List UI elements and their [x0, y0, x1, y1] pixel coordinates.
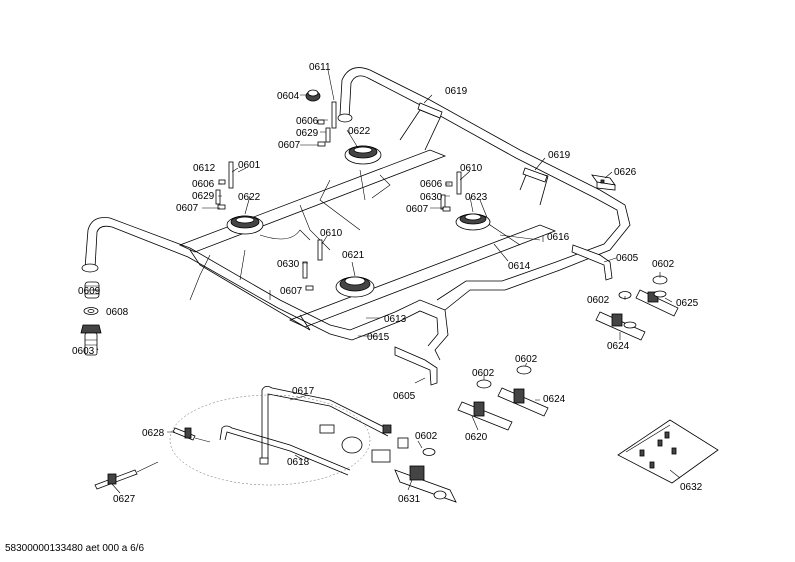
- label-0605-lower: 0605: [393, 391, 416, 402]
- valve-0620: [457, 379, 513, 431]
- burner-0621: [335, 276, 375, 298]
- label-0602-right: 0602: [587, 295, 610, 306]
- label-0624-right: 0624: [607, 341, 630, 352]
- label-0602-top-right: 0602: [652, 259, 675, 270]
- clip-0626: [591, 174, 616, 191]
- label-0617: 0617: [292, 386, 315, 397]
- part-labels: 0611 0604 0619 0606 0629 0622 0607 0619 …: [72, 62, 703, 505]
- burner-0623: [455, 213, 491, 231]
- label-0601: 0601: [238, 160, 261, 171]
- bracket-0605-right: [571, 244, 613, 281]
- washer-0608: [83, 307, 99, 315]
- label-0606-right: 0606: [420, 179, 443, 190]
- label-0613: 0613: [384, 314, 407, 325]
- parts-bag-0632: [617, 419, 719, 484]
- label-0610-right: 0610: [460, 163, 483, 174]
- label-0602-middle-left: 0602: [472, 368, 495, 379]
- pipe-0617: [259, 386, 391, 465]
- label-0622-top: 0622: [348, 126, 371, 137]
- burner-0622-top: [344, 145, 382, 165]
- valve-0631: [394, 465, 457, 503]
- regulator-parts: [319, 424, 436, 463]
- label-0612: 0612: [193, 163, 216, 174]
- pipe-0618: [219, 425, 351, 476]
- label-0621: 0621: [342, 250, 365, 261]
- label-0632: 0632: [680, 482, 703, 493]
- valve-0624-right: [595, 311, 646, 341]
- label-0629-top: 0629: [296, 128, 319, 139]
- label-0614: 0614: [508, 261, 531, 272]
- label-0609: 0609: [78, 286, 101, 297]
- label-0628: 0628: [142, 428, 165, 439]
- thermocouple-parts: [215, 101, 462, 291]
- label-0607-right: 0607: [406, 204, 429, 215]
- bracket-0605-lower: [394, 346, 438, 386]
- label-0615: 0615: [367, 332, 390, 343]
- leader-lines: [92, 69, 681, 494]
- label-0602-middle-right: 0602: [515, 354, 538, 365]
- label-0625: 0625: [676, 298, 699, 309]
- label-0631: 0631: [398, 494, 421, 505]
- label-0620: 0620: [465, 432, 488, 443]
- label-0630-left: 0630: [277, 259, 300, 270]
- label-0606-top: 0606: [296, 116, 319, 127]
- label-0603: 0603: [72, 346, 95, 357]
- label-0629-left: 0629: [192, 191, 215, 202]
- burner-0622-left: [226, 215, 264, 235]
- label-0616: 0616: [547, 232, 570, 243]
- main-gas-tube: [81, 67, 631, 361]
- label-0602-lower: 0602: [415, 431, 438, 442]
- label-0623: 0623: [465, 192, 488, 203]
- label-0624-middle: 0624: [543, 394, 566, 405]
- label-0608: 0608: [106, 307, 129, 318]
- label-0605-right: 0605: [616, 253, 639, 264]
- label-0627: 0627: [113, 494, 136, 505]
- label-0619-right: 0619: [548, 150, 571, 161]
- label-0630-right: 0630: [420, 192, 443, 203]
- valve-0625: [635, 289, 679, 317]
- dashed-enclosure: [169, 394, 371, 486]
- label-0618: 0618: [287, 457, 310, 468]
- label-0611: 0611: [309, 62, 331, 73]
- burner-mounting-rails: [178, 102, 557, 331]
- label-0606-left: 0606: [192, 179, 215, 190]
- label-0622-left: 0622: [238, 192, 261, 203]
- valve-0624-middle: [497, 365, 549, 417]
- label-0607-top: 0607: [278, 140, 301, 151]
- label-0626: 0626: [614, 167, 637, 178]
- fitting-0603: [80, 324, 102, 356]
- label-0607-lower: 0607: [280, 286, 303, 297]
- document-footer: 58300000133480 aet 000 a 6/6: [5, 543, 144, 554]
- label-0604: 0604: [277, 91, 300, 102]
- nut-0604: [305, 89, 321, 102]
- label-0610-left: 0610: [320, 228, 343, 239]
- thermocouple-0628: [172, 427, 211, 443]
- label-0619-top: 0619: [445, 86, 468, 97]
- thermocouple-0627: [94, 461, 159, 490]
- label-0607-left: 0607: [176, 203, 199, 214]
